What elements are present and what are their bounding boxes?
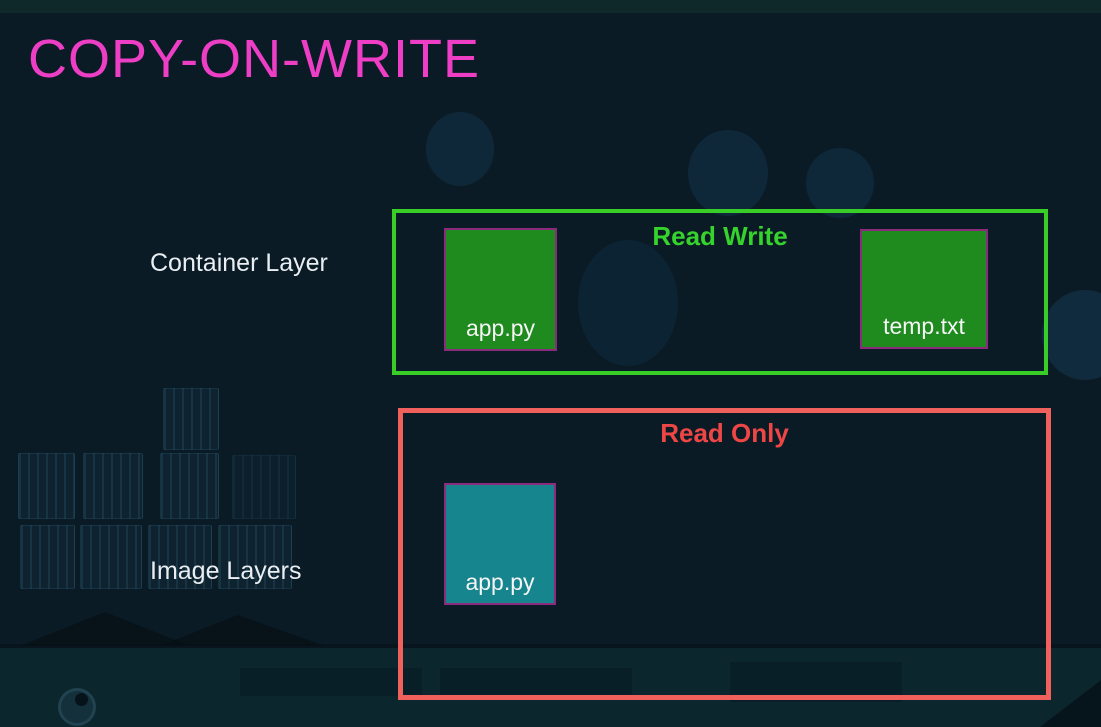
background-bubble: [578, 240, 678, 366]
water-art: [0, 648, 1101, 727]
top-strip-art: [0, 0, 1101, 13]
file-name-label: app.py: [465, 569, 535, 595]
container-stack-art: [80, 525, 142, 589]
container-stack-art: [163, 388, 219, 450]
file-card-app-py-container: app.py: [444, 228, 557, 351]
container-layer-label: Container Layer: [150, 249, 328, 277]
whale-eye-art: [58, 688, 96, 726]
wave-art: [160, 615, 325, 646]
file-name-label: app.py: [465, 315, 536, 341]
deck-container-art: [240, 668, 422, 696]
wave-art: [20, 612, 190, 646]
container-stack-art: [20, 525, 75, 589]
read-only-label: Read Only: [660, 418, 789, 448]
background-bubble: [688, 130, 768, 216]
file-name-label: temp.txt: [883, 313, 965, 339]
whale-pupil-art: [75, 693, 88, 706]
background-bubble: [426, 112, 494, 186]
read-write-box: Read Write: [392, 209, 1048, 375]
container-stack-art: [232, 455, 296, 519]
image-layers-label: Image Layers: [150, 557, 302, 585]
container-stack-art: [218, 525, 292, 589]
wave-art: [0, 644, 1101, 648]
container-stack-art: [83, 453, 143, 519]
background-bubble: [1042, 290, 1101, 380]
container-stack-art: [18, 453, 75, 519]
slide-title: COPY-ON-WRITE: [28, 29, 481, 89]
container-stack-art: [148, 525, 212, 589]
read-only-box: Read Only: [398, 408, 1051, 700]
read-write-label: Read Write: [652, 221, 788, 251]
file-card-temp-txt: temp.txt: [860, 229, 988, 349]
background-bubble: [806, 148, 874, 218]
container-stack-art: [160, 453, 219, 519]
file-card-app-py-image: app.py: [444, 483, 556, 605]
